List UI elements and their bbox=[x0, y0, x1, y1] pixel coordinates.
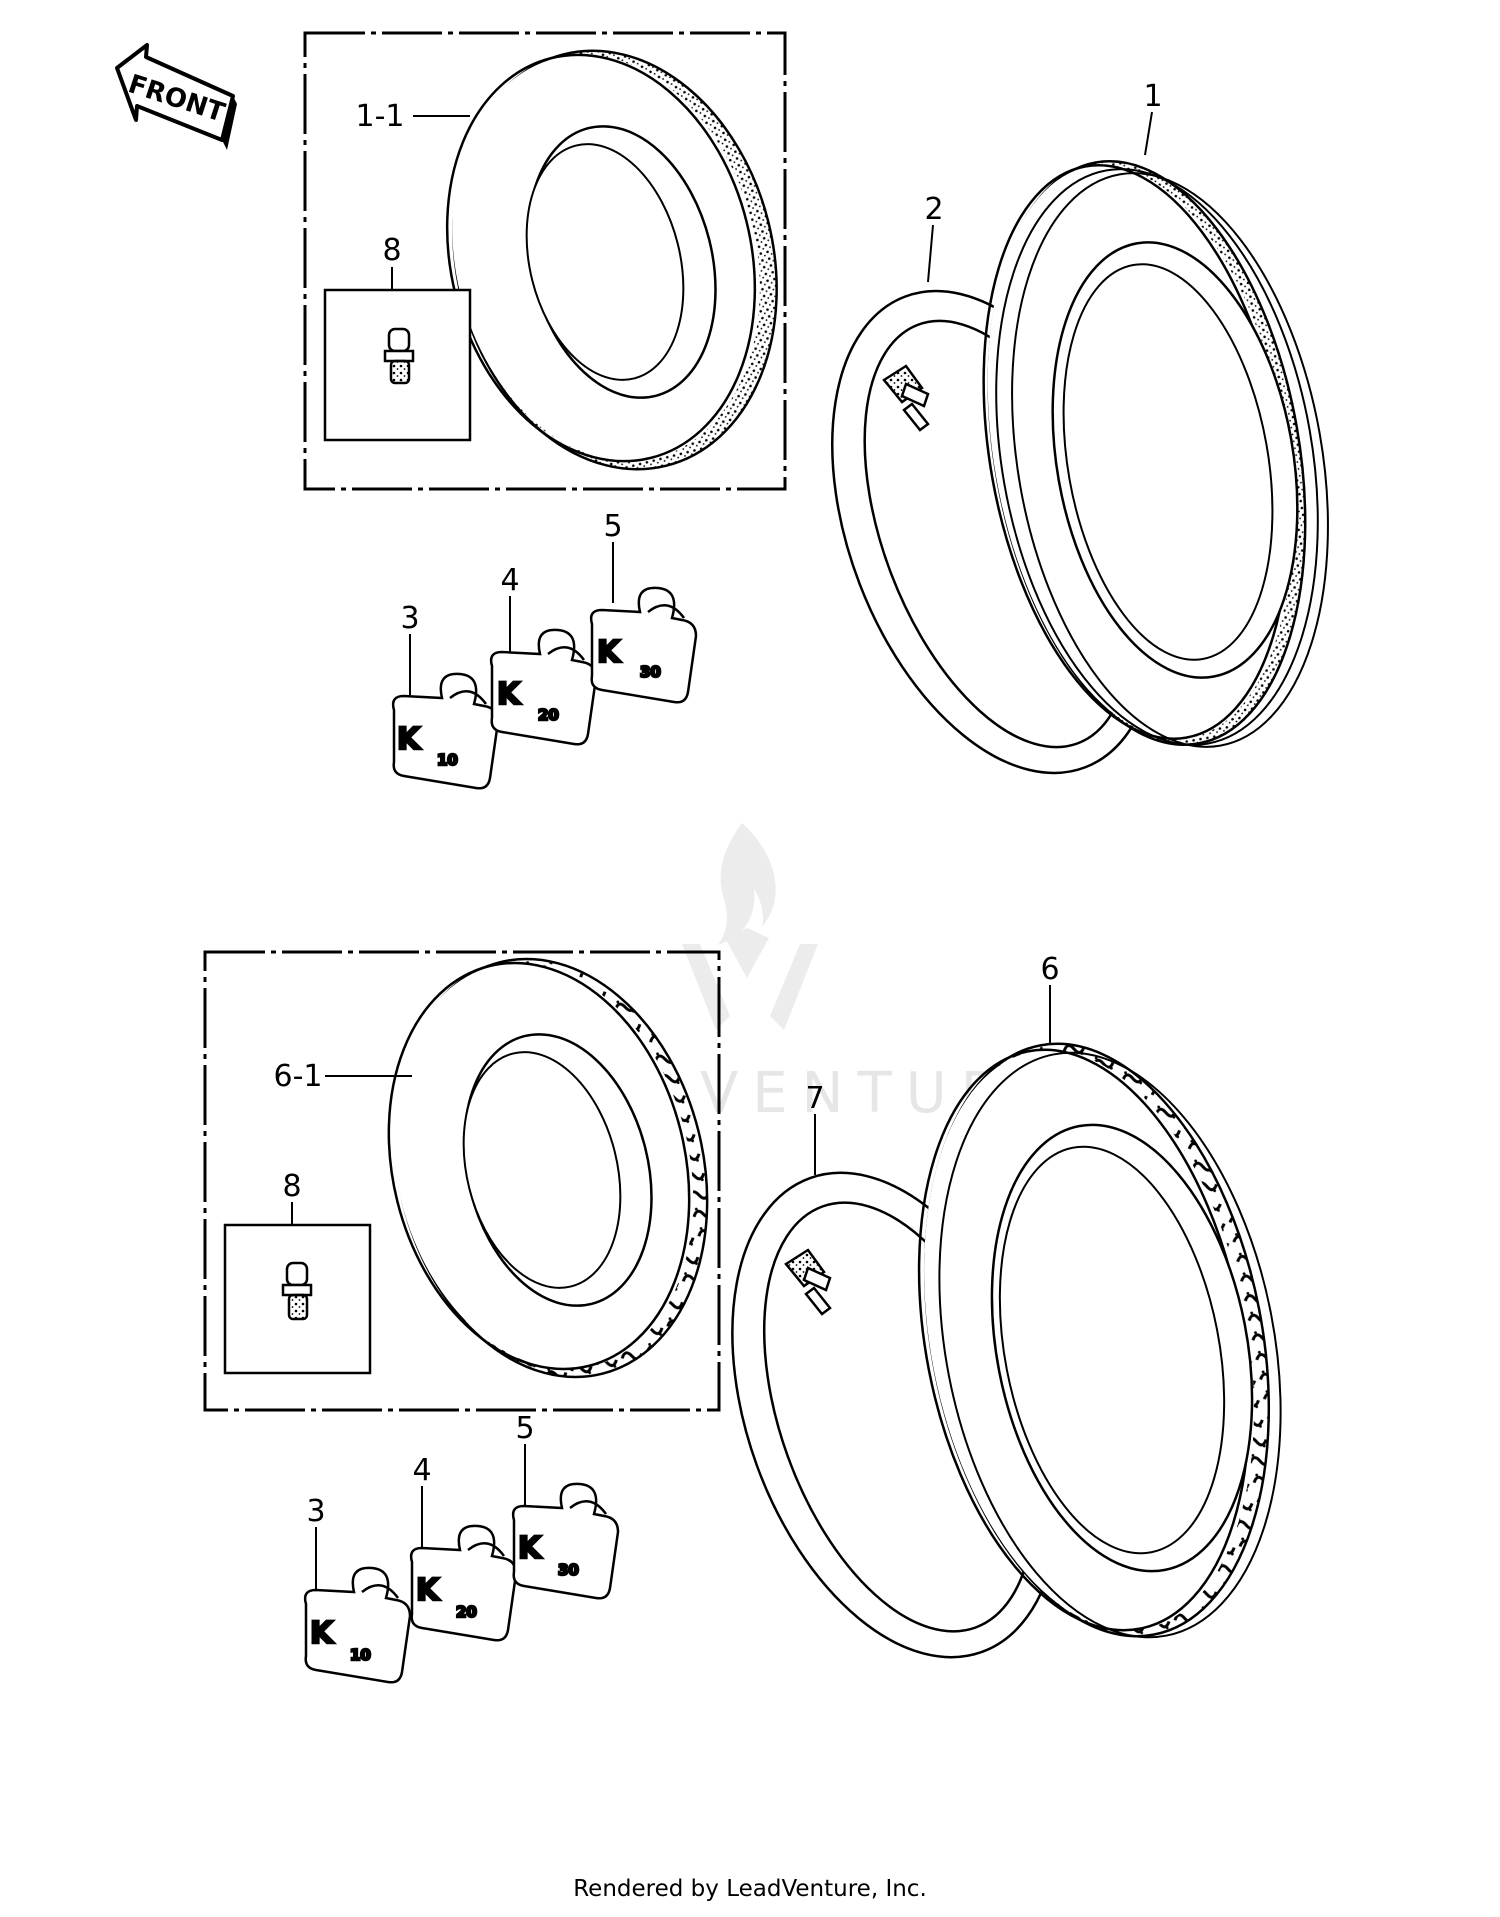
inset-box-6-1 bbox=[203, 950, 721, 1412]
weight-5-lower-mass: 30 bbox=[558, 1561, 579, 1579]
weight-4-lower-mass: 20 bbox=[456, 1603, 477, 1621]
weight-4-upper-mass: 20 bbox=[538, 706, 559, 724]
callout-3-lower: 3 bbox=[306, 1494, 325, 1529]
callout-8-lower: 8 bbox=[282, 1169, 301, 1204]
tube-7-valve bbox=[784, 1248, 832, 1316]
callout-4-upper: 4 bbox=[500, 563, 519, 598]
weight-3-upper-k: K bbox=[397, 722, 422, 757]
weight-5-lower-k: K bbox=[518, 1531, 543, 1566]
weight-5-upper-k: K bbox=[597, 635, 622, 670]
footer-credit: Rendered by LeadVenture, Inc. bbox=[573, 1876, 927, 1902]
tire-1-1 bbox=[445, 49, 778, 471]
valve-8-lower bbox=[281, 1261, 313, 1321]
callout-6: 6 bbox=[1040, 952, 1059, 987]
callout-6-1: 6-1 bbox=[274, 1059, 323, 1094]
weight-3-upper: K 10 bbox=[391, 672, 500, 790]
weight-4-upper: K 20 bbox=[489, 628, 598, 746]
weight-5-upper: K 30 bbox=[589, 586, 698, 704]
tire-1 bbox=[982, 160, 1329, 748]
weight-5-upper-mass: 30 bbox=[640, 663, 661, 681]
callout-8-upper: 8 bbox=[382, 233, 401, 268]
weight-4-upper-k: K bbox=[497, 677, 522, 712]
front-arrow: FRONT bbox=[115, 43, 237, 150]
callout-1-1: 1-1 bbox=[356, 99, 405, 134]
valve-8-upper bbox=[383, 327, 415, 385]
leaders-upper bbox=[391, 111, 1153, 695]
weight-5-lower: K 30 bbox=[511, 1482, 620, 1600]
watermark-logo bbox=[682, 823, 818, 1030]
weight-3-lower: K 10 bbox=[303, 1566, 412, 1684]
leaders-lower bbox=[291, 985, 1051, 1590]
tire-6-1 bbox=[387, 957, 709, 1379]
tube-2-valve bbox=[882, 364, 930, 432]
inset-box-1-1 bbox=[303, 31, 787, 491]
callout-5-upper: 5 bbox=[603, 509, 622, 544]
weight-3-lower-mass: 10 bbox=[350, 1646, 371, 1664]
callout-2: 2 bbox=[924, 192, 943, 227]
callout-4-lower: 4 bbox=[412, 1453, 431, 1488]
weight-3-upper-mass: 10 bbox=[437, 751, 458, 769]
callout-5-lower: 5 bbox=[515, 1411, 534, 1446]
weight-4-lower: K 20 bbox=[409, 1524, 518, 1642]
callout-7: 7 bbox=[805, 1081, 824, 1116]
weight-3-lower-k: K bbox=[310, 1616, 335, 1651]
callout-1: 1 bbox=[1143, 79, 1162, 114]
weight-4-lower-k: K bbox=[416, 1573, 441, 1608]
tire-6 bbox=[917, 1042, 1282, 1639]
callout-3-upper: 3 bbox=[400, 601, 419, 636]
